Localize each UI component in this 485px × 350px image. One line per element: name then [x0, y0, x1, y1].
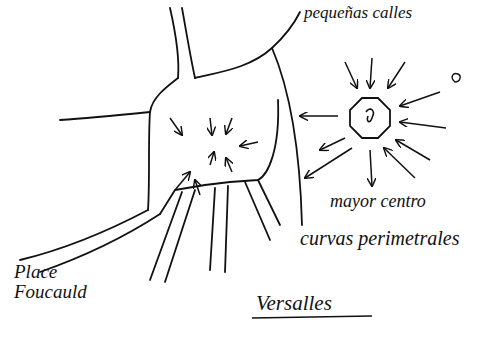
- place-name: Place Foucauld: [14, 262, 114, 302]
- street-note: pequeñas calles: [304, 4, 412, 22]
- perimeter-note: curvas perimetrales: [300, 228, 459, 249]
- map-title: Versalles: [256, 292, 332, 314]
- centre-note: mayor centro: [330, 192, 426, 211]
